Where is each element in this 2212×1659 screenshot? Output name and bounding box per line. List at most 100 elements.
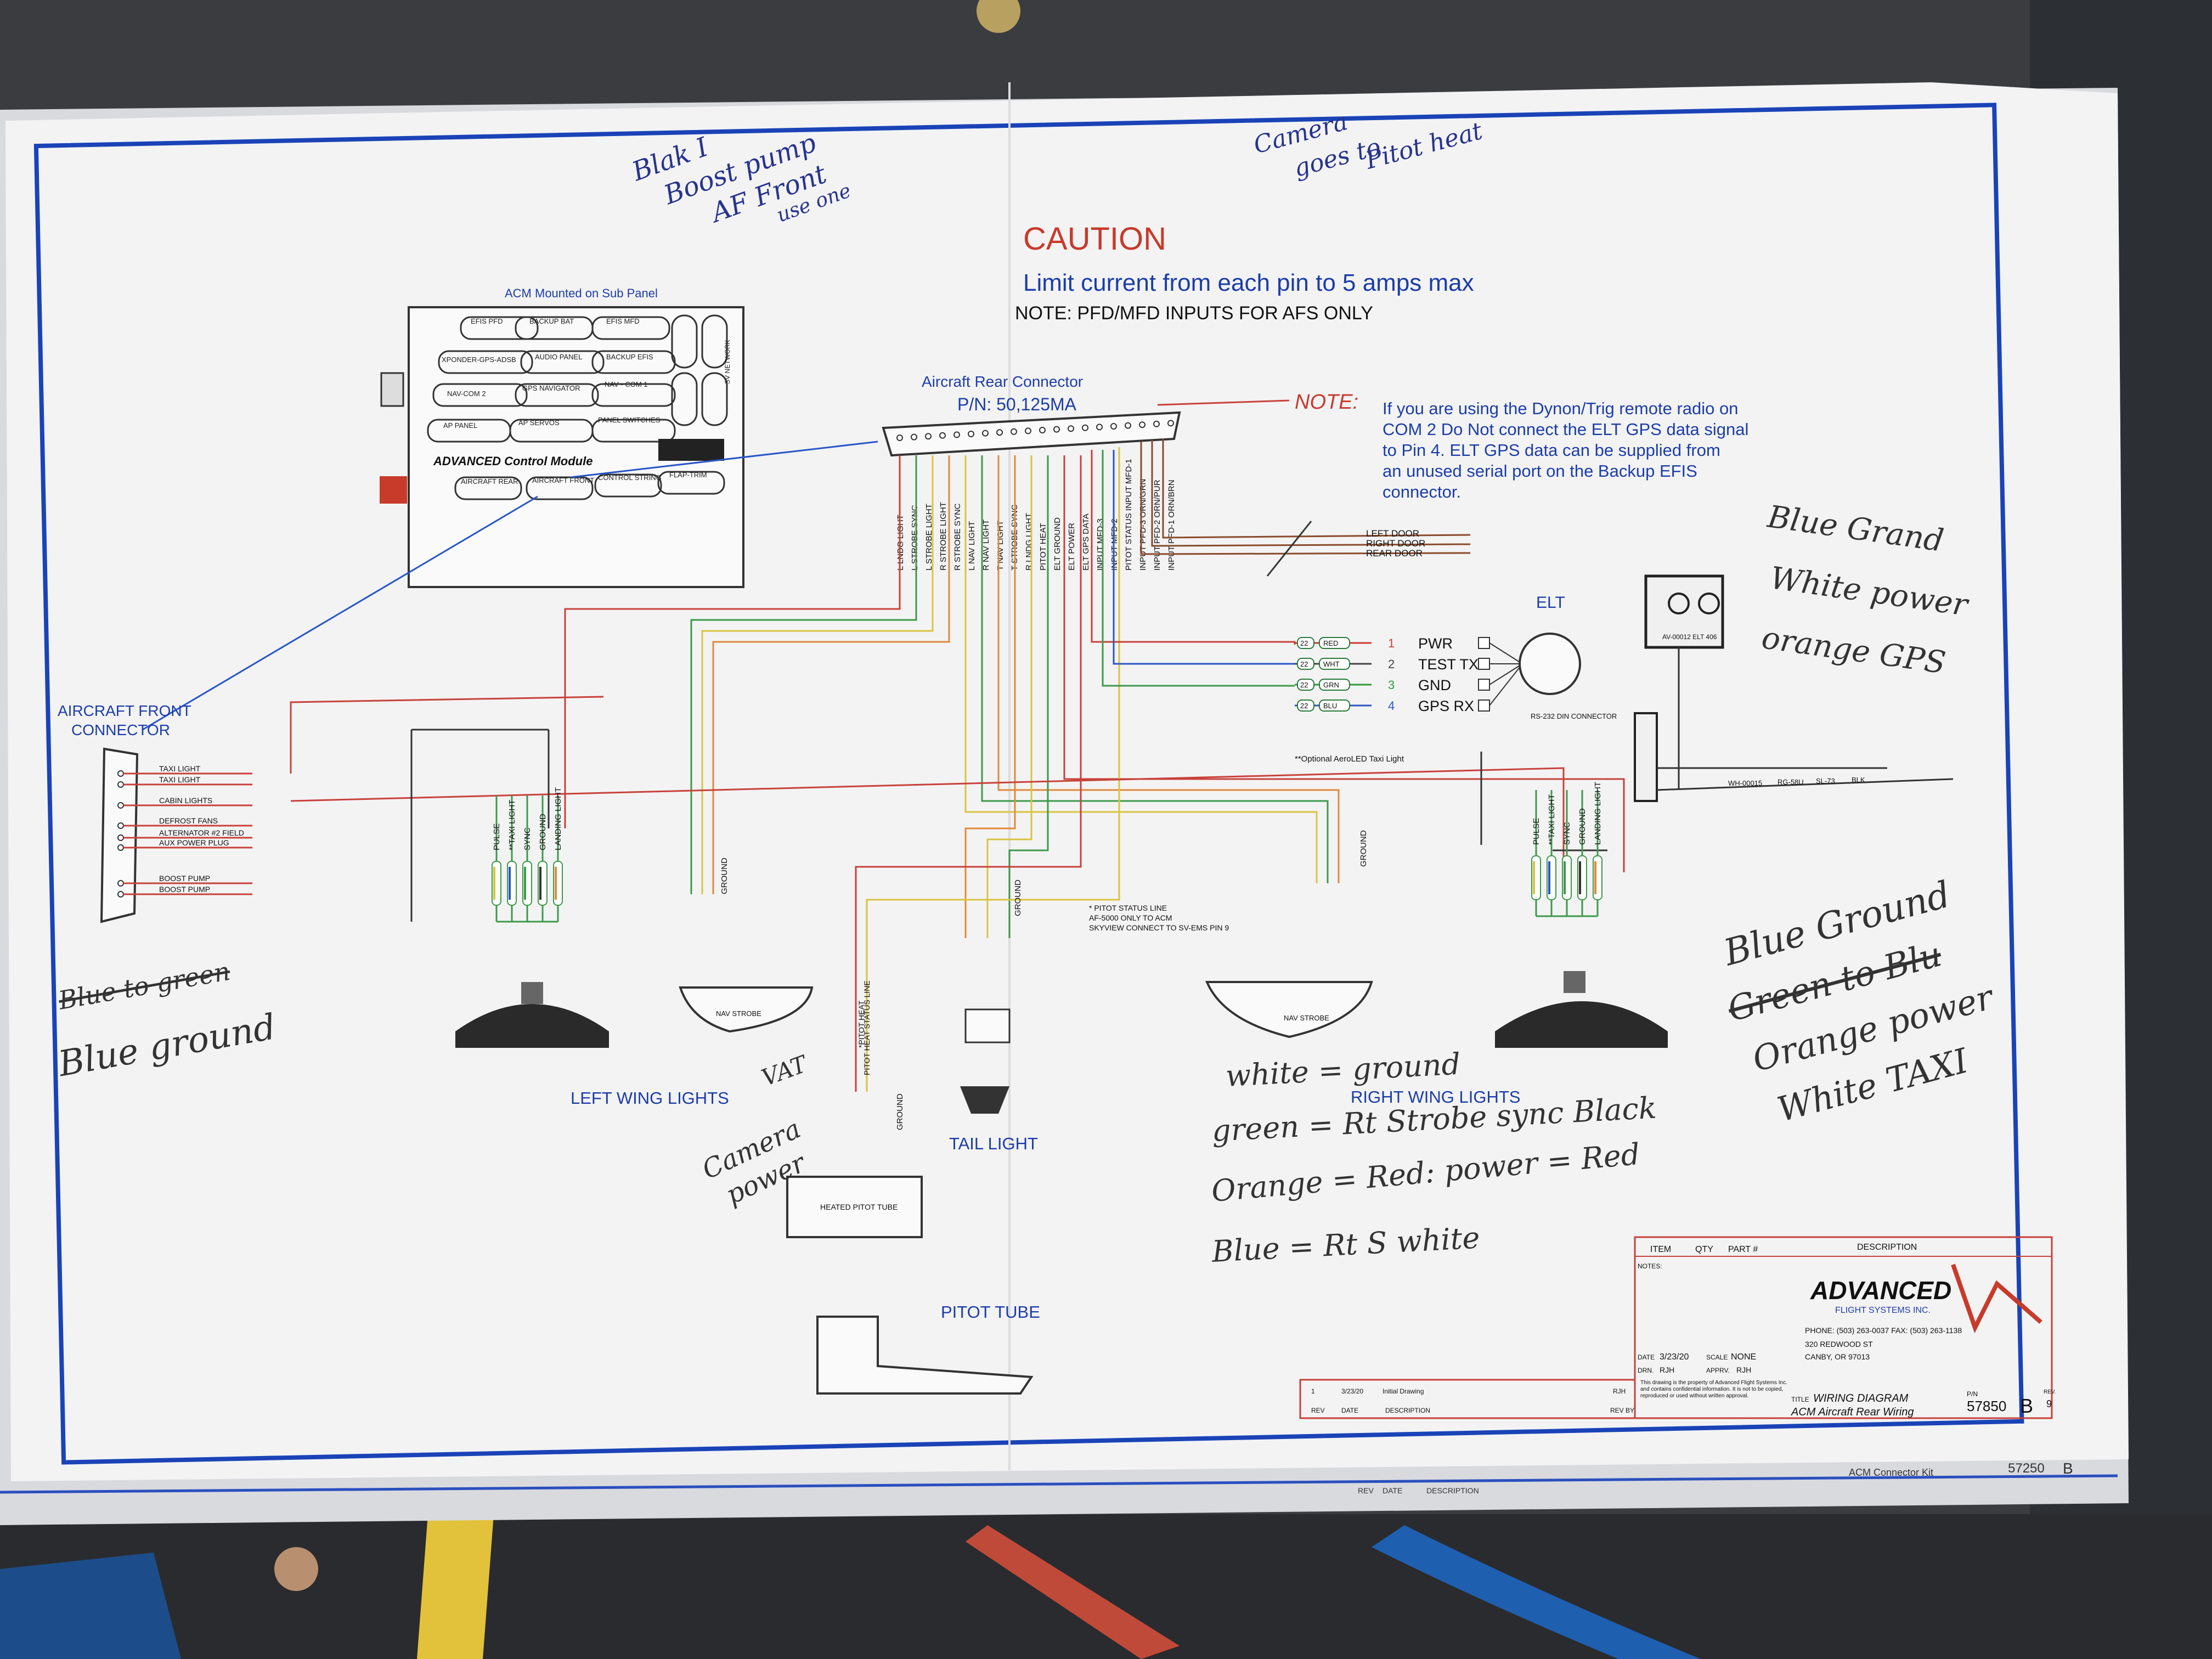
note-leader (1157, 399, 1290, 406)
wire-r-landing (1063, 455, 1625, 872)
acm-slot-label: NAV - COM 1 (605, 380, 648, 388)
elt-pin-lead (1489, 642, 1523, 664)
elt-wire-color: BLU (1323, 702, 1337, 710)
rear-pin-label: L STROBE LIGHT (924, 504, 934, 571)
wire-break-mark (1266, 521, 1312, 577)
rear-connector-pn: P/N: 50,125MA (957, 394, 1077, 414)
wire-elt-gps (1113, 450, 1295, 665)
elt-wire-gauge: 22 (1300, 639, 1308, 647)
rear-pin-label: ELT POWER (1067, 523, 1076, 571)
elt-wire-color: WHT (1323, 660, 1340, 668)
front-pin (117, 891, 124, 898)
rev-header: DESCRIPTION (1385, 1407, 1430, 1414)
front-pin-label: BOOST PUMP (159, 874, 210, 883)
front-pin-label: DEFROST FANS (159, 816, 218, 825)
rev-header: REV BY (1610, 1407, 1634, 1414)
right-nav-strobe (1205, 981, 1373, 1039)
elt-wire-gauge: 22 (1300, 681, 1308, 689)
under-rev-header: REV (1358, 1486, 1374, 1495)
under-desc-header: DESCRIPTION (1426, 1486, 1479, 1495)
rear-pin-label: T NAV LIGHT (996, 521, 1005, 571)
pitot-status-line: AF-5000 ONLY TO ACM (1089, 913, 1172, 922)
rev-header: REV (1311, 1407, 1325, 1414)
right-wing-title: RIGHT WING LIGHTS (1351, 1087, 1520, 1107)
under-pn: 57250 (2008, 1461, 2045, 1476)
note-line: If you are using the Dynon/Trig remote r… (1383, 399, 1738, 418)
front-pin-label: ALTERNATOR #2 FIELD (159, 828, 244, 837)
drawing-border (33, 103, 2024, 1465)
acm-module-label: ADVANCED Control Module (433, 454, 592, 468)
elt-unit (1634, 712, 1658, 802)
rear-pin (1139, 421, 1146, 428)
left-wing-title: LEFT WING LIGHTS (571, 1088, 729, 1108)
pitot-heat-wire: *PITOT HEAT (857, 1000, 866, 1048)
pitot-ground: GROUND (895, 1093, 905, 1130)
rear-pin-label: L NAV LIGHT (967, 521, 977, 571)
tb-rev: B (2020, 1395, 2033, 1417)
front-pin-label: TAXI LIGHT (159, 775, 201, 784)
rear-pin (1125, 422, 1131, 429)
wire-r-sync (981, 455, 1329, 883)
front-connector: AIRCRAFT FRONT CONNECTOR TAXI LIGHTTAXI … (58, 702, 252, 923)
left-nav-strobe-label: NAV STROBE (716, 1009, 761, 1018)
rev-cell: Initial Drawing (1383, 1387, 1424, 1395)
front-pin-label: BOOST PUMP (159, 885, 210, 894)
rear-pin (1025, 427, 1031, 435)
rear-pin-label: ELT GROUND (1053, 517, 1062, 571)
acm-slot-label: EFIS MFD (606, 317, 640, 325)
door-wire (1151, 440, 1471, 547)
wire-r-strobe (964, 455, 1318, 883)
tb-apprv: RJH (1736, 1365, 1751, 1374)
rear-pin (925, 433, 932, 440)
front-pin (117, 880, 124, 887)
note-line: to Pin 4. ELT GPS data can be supplied f… (1383, 441, 1720, 460)
pitot-status-note: * PITOT STATUS LINE AF-5000 ONLY TO ACM … (1089, 904, 1229, 932)
rev-header: DATE (1341, 1407, 1358, 1414)
elt-cable-label: RG-58U (1778, 778, 1804, 786)
acm-slot-label: AUDIO PANEL (535, 353, 582, 361)
left-landing-light-base (521, 982, 543, 1004)
landing-wire-label: **TAXI LIGHT (507, 800, 517, 850)
acm-slot-label: AP PANEL (443, 421, 477, 430)
tb-pn: 57850 (1967, 1398, 2006, 1414)
rear-pin-label: INPUT PFD-1 ORN/BRN (1167, 479, 1176, 571)
heated-pitot-box (786, 1176, 923, 1238)
right-wing: **Optional AeroLED Taxi Light PULSE**TAX… (1205, 754, 1668, 1107)
acm-slot (432, 383, 528, 407)
acm-slot (657, 471, 725, 495)
acm-module: ACM Mounted on Sub Panel EFIS PFD BACKUP… (142, 286, 878, 731)
landing-wire-label: GROUND (1578, 808, 1587, 845)
elt-cable-label: BLK (1852, 776, 1865, 784)
rear-pin (1068, 425, 1074, 432)
elt-title: ELT (1536, 594, 1565, 612)
front-pin (117, 781, 124, 788)
front-pin (117, 770, 124, 777)
washer (274, 1547, 318, 1591)
rear-pin (1039, 427, 1046, 433)
wire-taxi-front (290, 696, 604, 774)
elt-wire-pin: 4 (1388, 699, 1395, 713)
tb-sheet-label: REV. (2044, 1389, 2056, 1395)
wire-l-nav (712, 455, 950, 894)
acm-slot-label: AIRCRAFT FRONT (532, 476, 594, 484)
caution-limit: Limit current from each pin to 5 amps ma… (1023, 269, 1474, 296)
db-connector-shell (882, 411, 1181, 457)
advanced-logo-small (658, 439, 724, 461)
elt-wire-color: GRN (1323, 681, 1339, 689)
tb-sheet: 9 (2046, 1398, 2052, 1409)
caution-title: CAUTION (1023, 221, 1166, 257)
rear-pin-label: PITOT STATUS INPUT MFD-1 (1124, 459, 1133, 571)
front-pin-label: CABIN LIGHTS (159, 796, 212, 805)
elt-wire-signal: TEST TX (1418, 656, 1479, 673)
tail-light-body (960, 1086, 1009, 1114)
elt-pin-box (1478, 658, 1490, 670)
sv-network-label: SV NETWORK (724, 340, 731, 384)
elt-pin-box (1478, 699, 1490, 712)
under-date-header: DATE (1383, 1486, 1402, 1495)
elt-wire-color-tag (1319, 679, 1350, 691)
company-sub: FLIGHT SYSTEMS INC. (1835, 1306, 1931, 1315)
